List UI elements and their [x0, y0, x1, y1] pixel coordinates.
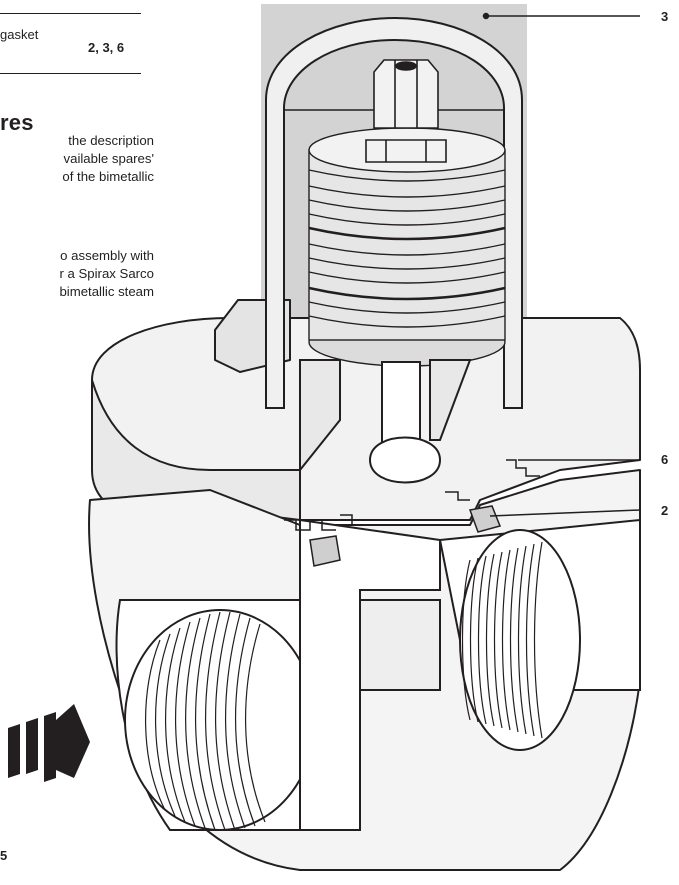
paragraph-1-line-2: vailable spares': [63, 151, 154, 166]
central-section: [299, 518, 441, 831]
callout-3: 3: [661, 9, 669, 24]
right-threaded-bore: [438, 518, 641, 751]
table-bottom-rule: [0, 73, 141, 74]
table-row-parts: 2, 3, 6: [88, 40, 125, 55]
table-row-label: gasket: [0, 27, 39, 42]
flow-direction-arrow-icon: [8, 704, 90, 782]
callout-6: 6: [661, 452, 669, 467]
table-top-rule: [0, 13, 141, 14]
page-number-fragment: 5: [0, 848, 8, 863]
callout-2: 2: [661, 503, 669, 518]
paragraph-2-line-3: bimetallic steam: [59, 284, 154, 299]
valve-stem: [299, 359, 472, 484]
leader-lines: [482, 12, 641, 517]
paragraph-1-line-3: of the bimetallic: [62, 169, 154, 184]
gaskets: [284, 459, 540, 567]
adjusting-nut: [365, 59, 447, 163]
left-threaded-bore: [115, 599, 321, 831]
paragraph-1-line-1: the description: [68, 133, 154, 148]
bimetallic-element-stack: [308, 127, 506, 367]
paragraph-2-line-2: r a Spirax Sarco: [59, 266, 154, 281]
section-heading: res: [0, 110, 34, 135]
paragraph-2-line-1: o assembly with: [60, 248, 154, 263]
